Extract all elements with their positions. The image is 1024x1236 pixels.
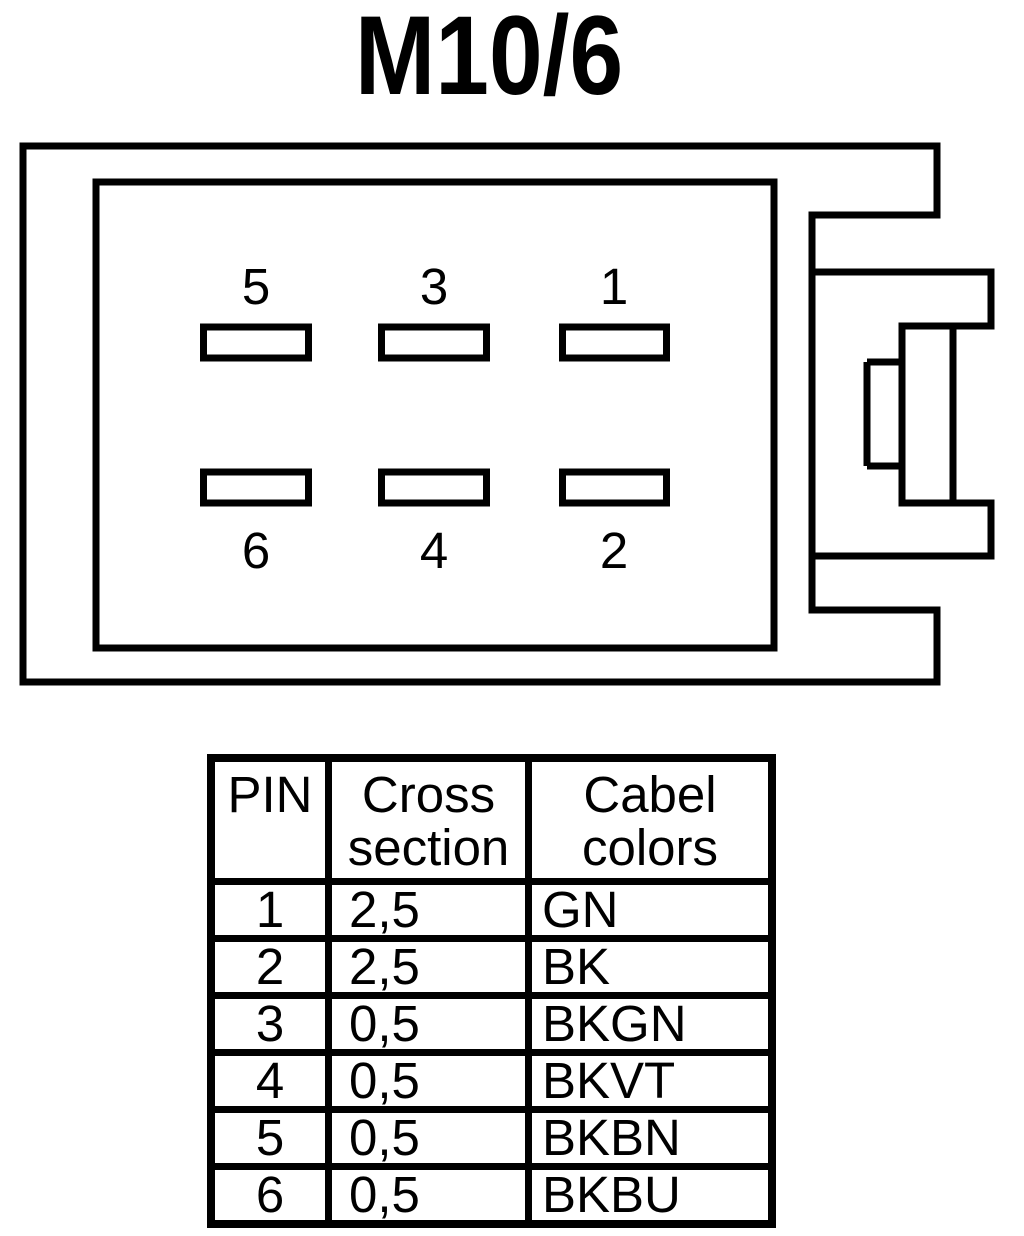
table-header-row: PIN Cross section Cabel colors	[207, 754, 776, 885]
pin-slot-2	[559, 468, 670, 507]
table-row: 5 0,5 BKBN	[207, 1106, 776, 1170]
cell-cross-section: 0,5	[325, 1106, 532, 1170]
cell-pin: 4	[207, 1049, 332, 1113]
pin-slot-5	[200, 323, 312, 362]
cell-cross-section: 0,5	[325, 992, 532, 1056]
cell-pin: 3	[207, 992, 332, 1056]
cell-cable-color: BK	[525, 935, 776, 999]
col-header-cable-colors: Cabel colors	[525, 754, 776, 885]
connector-outer-body	[19, 142, 941, 686]
pin-number-3: 3	[420, 258, 448, 315]
cell-pin: 1	[207, 878, 332, 942]
cell-cable-color: GN	[525, 878, 776, 942]
pin-slot-3	[378, 323, 490, 362]
cell-cable-color: BKVT	[525, 1049, 776, 1113]
table-row: 6 0,5 BKBU	[207, 1163, 776, 1228]
pin-slot-1	[559, 323, 670, 362]
table-row: 2 2,5 BK	[207, 935, 776, 999]
table-row: 1 2,5 GN	[207, 878, 776, 942]
pin-number-4: 4	[420, 522, 448, 579]
connector-key-tab	[863, 358, 902, 470]
col-header-cross-section: Cross section	[325, 754, 532, 885]
connector-latch-block	[812, 268, 995, 560]
col-header-pin: PIN	[207, 754, 332, 885]
cell-pin: 2	[207, 935, 332, 999]
pin-slot-4	[378, 468, 490, 507]
pin-number-2: 2	[600, 522, 628, 579]
cell-cross-section: 2,5	[325, 935, 532, 999]
pin-number-1: 1	[600, 258, 628, 315]
connector-diagram: 5 3 1 6 4 2	[19, 142, 995, 686]
diagram-title: M10/6	[354, 0, 624, 118]
cell-cross-section: 2,5	[325, 878, 532, 942]
cell-cross-section: 0,5	[325, 1163, 532, 1228]
cell-cable-color: BKBU	[525, 1163, 776, 1228]
cell-cable-color: BKBN	[525, 1106, 776, 1170]
connector-inner-face	[92, 178, 778, 652]
pin-table: PIN Cross section Cabel colors 1 2,5 GN …	[207, 754, 776, 1228]
cell-cross-section: 0,5	[325, 1049, 532, 1113]
cell-pin: 6	[207, 1163, 332, 1228]
table-row: 3 0,5 BKGN	[207, 992, 776, 1056]
pin-slot-6	[200, 468, 312, 507]
pin-number-6: 6	[242, 522, 270, 579]
pin-number-5: 5	[242, 258, 270, 315]
table-row: 4 0,5 BKVT	[207, 1049, 776, 1113]
cell-pin: 5	[207, 1106, 332, 1170]
cell-cable-color: BKGN	[525, 992, 776, 1056]
